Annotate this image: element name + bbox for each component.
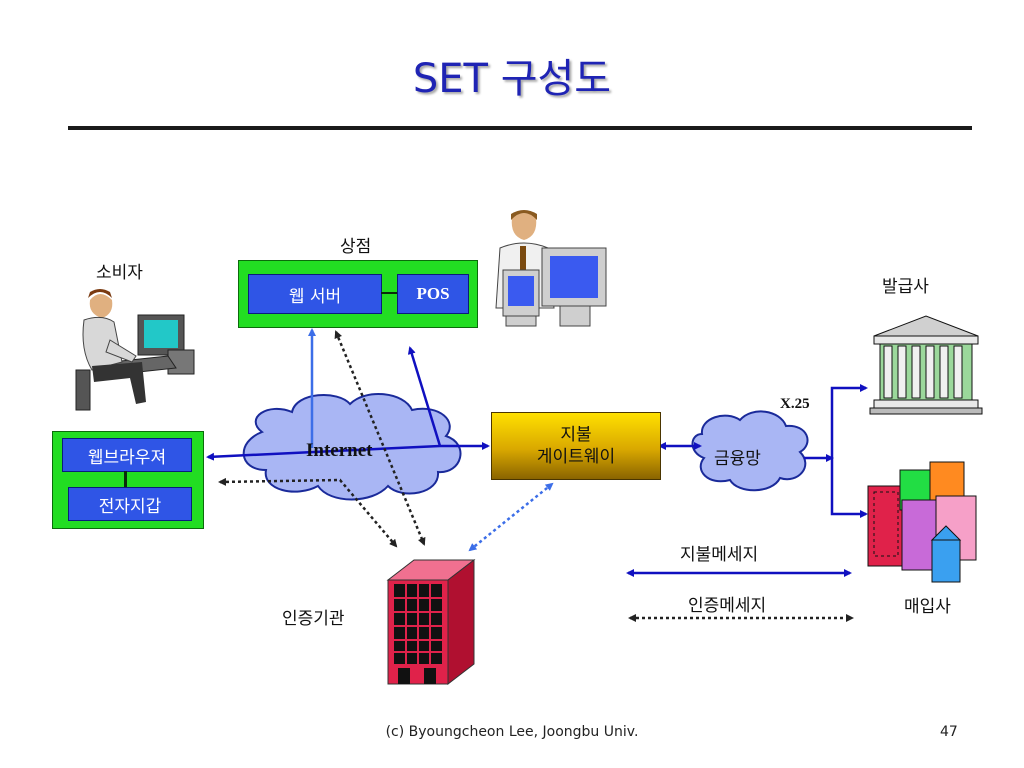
- acquirer-label: 매입사: [904, 597, 951, 617]
- web-server-box: 웹 서버: [248, 274, 382, 314]
- internet-label: Internet: [306, 440, 373, 461]
- financial-network-label: 금융망: [714, 449, 761, 469]
- gateway-line1: 지불: [560, 425, 592, 445]
- payment-gateway-box: 지불 게이트웨이: [491, 412, 661, 480]
- slide-title: SET 구성도: [412, 56, 612, 102]
- e-wallet-box: 전자지갑: [68, 487, 192, 521]
- issuer-label: 발급사: [882, 277, 929, 297]
- title-divider: [68, 126, 972, 130]
- gateway-line2: 게이트웨이: [536, 447, 616, 467]
- consumer-label: 소비자: [96, 263, 143, 283]
- merchant-label: 상점: [340, 237, 372, 257]
- x25-label: X.25: [780, 396, 810, 412]
- consumer-computer-icon: [75, 289, 195, 411]
- payment-message-label: 지불메세지: [680, 545, 759, 565]
- issuer-bank-icon: [869, 315, 983, 415]
- page-number: 47: [940, 724, 958, 740]
- web-browser-box: 웹브라우져: [62, 438, 192, 472]
- acquirer-buildings-icon: [867, 461, 977, 583]
- auth-message-label: 인증메세지: [688, 596, 767, 616]
- merchant-person-icon: [495, 210, 607, 327]
- footer-credit: (c) Byoungcheon Lee, Joongbu Univ.: [385, 724, 639, 740]
- ca-label: 인증기관: [282, 609, 345, 629]
- browser-wallet-connector: [124, 471, 127, 487]
- ca-building-icon: [386, 558, 476, 686]
- server-pos-connector: [381, 292, 397, 294]
- pos-box: POS: [397, 274, 469, 314]
- financial-network-cloud: [691, 410, 809, 492]
